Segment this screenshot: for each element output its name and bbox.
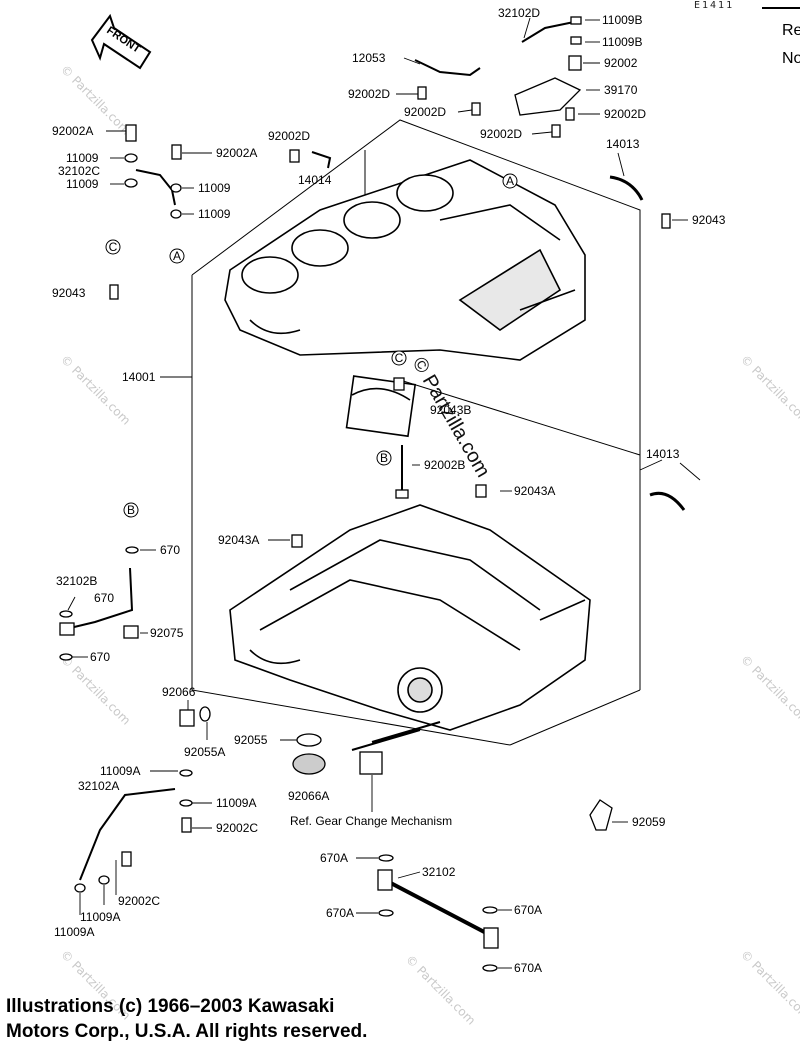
part-label: 11009 <box>66 151 99 165</box>
side-text-clip: Re No <box>762 0 800 80</box>
part-label: 92075 <box>150 626 184 640</box>
marker-b: B <box>127 503 135 517</box>
part-label: 11009 <box>198 181 231 195</box>
hardware-parts <box>59 16 686 972</box>
part-label: 670A <box>514 961 542 975</box>
part-label: 92055 <box>234 733 268 747</box>
watermark: © Partzilla.com <box>738 652 800 727</box>
leader-lines <box>67 17 701 969</box>
side-text-2: No <box>782 50 800 67</box>
side-text-1: Re <box>782 22 800 39</box>
part-label: 11009A <box>216 796 256 810</box>
part-label: 92055A <box>184 745 225 759</box>
part-label: 92002D <box>348 87 390 101</box>
part-label: 32102B <box>56 574 97 588</box>
part-label: 670A <box>326 906 354 920</box>
marker-c: C <box>109 240 118 254</box>
watermark: © Partzilla.com <box>738 947 800 1022</box>
marker-a: A <box>173 249 181 263</box>
marker-a: A <box>506 174 514 188</box>
copyright-notice: Illustrations (c) 1966–2003 Kawasaki Mot… <box>6 994 466 1044</box>
part-label: 32102 <box>422 865 456 879</box>
assembly-frame <box>191 119 641 746</box>
marker-letters: A A C C B B <box>109 174 514 517</box>
watermark: © Partzilla.com <box>58 352 133 427</box>
part-label: 670A <box>514 903 542 917</box>
part-label: 92002D <box>404 105 446 119</box>
marker-c: C <box>395 351 404 365</box>
part-label: 92043A <box>514 484 555 498</box>
lower-crankcase <box>229 504 591 731</box>
part-label: 92002 <box>604 56 638 70</box>
front-arrow: FRONT <box>90 13 152 70</box>
part-label: 11009A <box>80 910 120 924</box>
part-label: 14014 <box>298 173 332 187</box>
part-label: 11009B <box>602 13 642 27</box>
part-label: 92002C <box>118 894 160 908</box>
part-label: 14013 <box>606 137 640 151</box>
part-label: 32102C <box>58 164 100 178</box>
part-label: 670 <box>90 650 110 664</box>
copyright-line-2: Motors Corp., U.S.A. All rights reserved… <box>6 1021 368 1042</box>
side-rule <box>762 7 800 9</box>
part-label: 11009 <box>66 177 99 191</box>
figure-code: E1411 <box>694 0 735 11</box>
part-label: 12053 <box>352 51 386 65</box>
part-label: 670 <box>160 543 180 557</box>
part-label: 92043 <box>52 286 86 300</box>
marker-b: B <box>380 451 388 465</box>
part-label: 92043B <box>430 403 471 417</box>
part-label: 32102D <box>498 6 540 20</box>
part-label: 32102A <box>78 779 119 793</box>
part-label: 92002D <box>480 127 522 141</box>
part-label: 92002D <box>604 107 646 121</box>
upper-crankcase <box>224 159 586 438</box>
part-label: 92002A <box>216 146 257 160</box>
part-label: 92066 <box>162 685 196 699</box>
part-label: 11009A <box>54 925 94 939</box>
part-label: 92059 <box>632 815 666 829</box>
callout-labels: 32102D 11009B 11009B 12053 92002 39170 9… <box>52 6 726 975</box>
part-label: 92043 <box>692 213 726 227</box>
watermark: © Partzilla.com <box>738 352 800 427</box>
part-label: 11009B <box>602 35 642 49</box>
part-label: 670 <box>94 591 114 605</box>
marker-circles <box>105 173 518 518</box>
part-label: 92066A <box>288 789 329 803</box>
part-label: 92002B <box>424 458 465 472</box>
part-label: 92043A <box>218 533 259 547</box>
part-label: 670A <box>320 851 348 865</box>
part-label: 14001 <box>122 370 156 384</box>
part-label: 11009 <box>198 207 231 221</box>
part-label: 92002D <box>268 129 310 143</box>
part-label: 14013 <box>646 447 680 461</box>
ref-gear-change-label: Ref. Gear Change Mechanism <box>290 814 452 828</box>
part-label: 11009A <box>100 764 140 778</box>
part-label: 39170 <box>604 83 638 97</box>
copyright-line-1: Illustrations (c) 1966–2003 Kawasaki <box>6 996 335 1017</box>
part-label: 92002A <box>52 124 93 138</box>
part-label: 92002C <box>216 821 258 835</box>
